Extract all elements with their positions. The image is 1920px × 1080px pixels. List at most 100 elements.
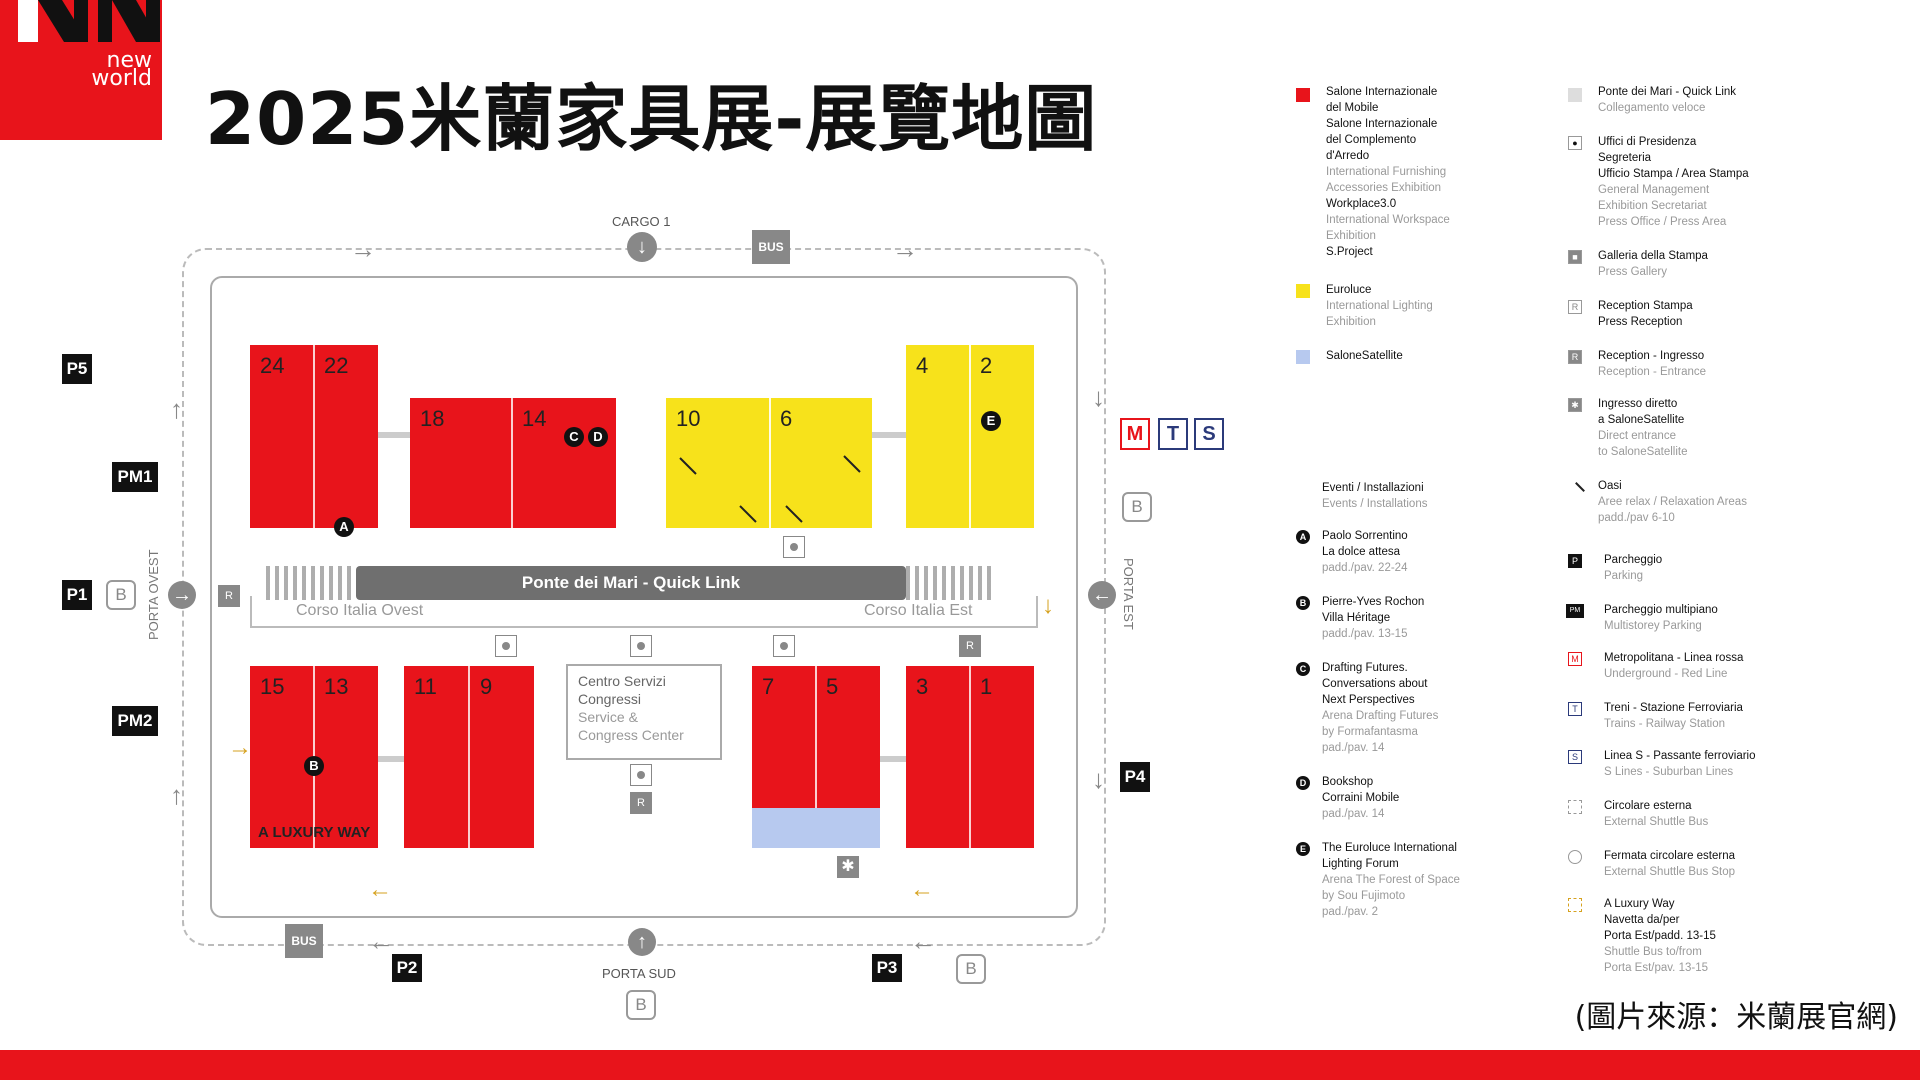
brand-line-1: new — [106, 48, 152, 73]
porta-est-arrow-icon[interactable]: ← — [1088, 581, 1116, 609]
corso-italia-road — [250, 596, 1038, 628]
arrow-up-icon: ↑ — [170, 780, 183, 810]
press-office-icon — [630, 635, 652, 657]
legend-press-reception-icon: R — [1568, 300, 1582, 314]
legend-train-icon: T — [1568, 702, 1582, 716]
legend-marker-c: C — [1296, 662, 1310, 676]
hall-24-22[interactable]: 24 22 — [250, 345, 378, 528]
event-marker-d[interactable]: D — [588, 427, 608, 447]
hall-number: 4 — [916, 353, 929, 378]
quick-link-chevrons-left — [266, 566, 356, 600]
luxury-way-arrow-icon: ← — [910, 876, 934, 903]
hall-connector — [872, 432, 906, 438]
parking-pm1[interactable]: PM1 — [112, 462, 158, 492]
hall-number: 2 — [980, 353, 993, 378]
hall-number: 11 — [414, 674, 437, 699]
page-title: 2025米蘭家具展-展覽地圖 — [205, 77, 1098, 161]
parking-pm2[interactable]: PM2 — [112, 706, 158, 736]
porta-sud-arrow-icon[interactable]: ↑ — [628, 928, 656, 956]
luxury-way-arrow-icon: → — [228, 734, 252, 761]
porta-ovest-arrow-icon[interactable]: → — [168, 581, 196, 609]
hall-7-5[interactable]: 7 5 — [752, 666, 880, 808]
hall-divider — [969, 345, 971, 528]
event-marker-c[interactable]: C — [564, 427, 584, 447]
quick-link-bridge[interactable]: Ponte dei Mari - Quick Link — [356, 566, 906, 600]
train-station-icon: T — [1158, 418, 1188, 450]
bus-stop-bottom: BUS — [285, 924, 323, 958]
congress-line-1: Centro Servizi — [578, 673, 666, 689]
reception-icon: R — [630, 792, 652, 814]
hall-connector — [378, 432, 410, 438]
parking-p4[interactable]: P4 — [1120, 762, 1150, 792]
porta-ovest-label: PORTA OVEST — [146, 549, 161, 640]
porta-est-label: PORTA EST — [1121, 558, 1136, 630]
cargo-arrow-icon: ↓ — [627, 232, 657, 262]
legend-shuttle-stop-icon — [1568, 850, 1582, 864]
legend-metro: Metropolitana - Linea rossa Underground … — [1604, 652, 1744, 680]
hall-number: 24 — [260, 353, 285, 378]
hall-18-14[interactable]: 18 14 — [410, 398, 616, 528]
legend-shuttle-stop: Fermata circolare esterna External Shutt… — [1604, 850, 1736, 878]
legend-offices: Uffici di Presidenza Segreteria Ufficio … — [1598, 136, 1749, 228]
congress-line-2: Congressi — [578, 691, 642, 707]
legend-satellite-entrance-icon: ✱ — [1568, 398, 1582, 412]
hall-number: 22 — [324, 353, 349, 378]
legend-quick-link: Ponte dei Mari - Quick Link Collegamento… — [1598, 86, 1737, 114]
legend-salone: Salone Internazionale del Mobile Salone … — [1326, 86, 1450, 258]
legend-offices-icon: ● — [1568, 136, 1582, 150]
parking-p5[interactable]: P5 — [62, 354, 92, 384]
event-marker-a[interactable]: A — [334, 517, 354, 537]
arrow-down-icon: ↓ — [1092, 382, 1105, 412]
metro-red-line-icon: M — [1120, 418, 1150, 450]
hall-number: 6 — [780, 406, 793, 431]
hall-number: 15 — [260, 674, 285, 699]
arrow-left-icon: ← — [368, 926, 394, 956]
legend-press-gallery-icon: ■ — [1568, 250, 1582, 264]
legend-satellite-entrance: Ingresso diretto a SaloneSatellite Direc… — [1598, 398, 1688, 458]
legend-press-gallery: Galleria della Stampa Press Gallery — [1598, 250, 1708, 278]
arrow-down-icon: ↓ — [1092, 764, 1105, 794]
legend-reception-icon: R — [1568, 350, 1582, 364]
congress-line-3: Service & — [578, 709, 638, 725]
parking-p1[interactable]: P1 — [62, 580, 92, 610]
parking-p2[interactable]: P2 — [392, 954, 422, 982]
legend-event-b: Pierre-Yves Rochon Villa Héritage padd./… — [1322, 596, 1425, 640]
event-marker-b[interactable]: B — [304, 756, 324, 776]
legend-parking-icon: P — [1568, 554, 1582, 568]
event-marker-e[interactable]: E — [981, 411, 1001, 431]
s-line-icon: S — [1194, 418, 1224, 450]
legend-marker-e: E — [1296, 842, 1310, 856]
legend-marker-a: A — [1296, 530, 1310, 544]
hall-3-1[interactable]: 3 1 — [906, 666, 1034, 848]
oasis-marks-icon — [679, 455, 861, 523]
hall-10-6[interactable]: 10 6 — [666, 398, 872, 528]
legend-multistorey-parking-icon: PM — [1566, 604, 1584, 618]
legend-press-reception: Reception Stampa Press Reception — [1598, 300, 1693, 328]
legend-metro-icon: M — [1568, 652, 1582, 666]
hall-number: 3 — [916, 674, 929, 699]
legend-train: Treni - Stazione Ferroviaria Trains - Ra… — [1604, 702, 1743, 730]
legend-events-title: Eventi / Installazioni Events / Installa… — [1322, 482, 1428, 510]
salone-satellite-area[interactable] — [752, 808, 880, 848]
hall-divider — [769, 398, 771, 528]
arrow-up-icon: ↑ — [170, 394, 183, 424]
reception-icon: R — [218, 585, 240, 607]
legend-event-e: The Euroluce International Lighting Foru… — [1322, 842, 1460, 918]
legend-reception: Reception - Ingresso Reception - Entranc… — [1598, 350, 1707, 378]
parking-p3[interactable]: P3 — [872, 954, 902, 982]
legend-luxury-way-icon — [1568, 898, 1582, 912]
luxury-way-arrow-icon: ← — [368, 876, 392, 903]
congress-center[interactable]: Centro Servizi Congressi Service & Congr… — [566, 664, 722, 760]
legend-event-d: Bookshop Corraini Mobile pad./pav. 14 — [1322, 776, 1400, 820]
hall-number: 5 — [826, 674, 839, 699]
hall-11-9[interactable]: 11 9 — [404, 666, 534, 848]
nn-logo-icon — [18, 0, 160, 42]
hall-divider — [511, 398, 513, 528]
congress-line-4: Congress Center — [578, 727, 684, 743]
hall-number: 10 — [676, 406, 701, 431]
corso-italia-est-label: Corso Italia Est — [864, 602, 973, 619]
hall-number: 18 — [420, 406, 445, 431]
hall-4-2[interactable]: 4 2 — [906, 345, 1034, 528]
press-gallery-icon — [783, 536, 805, 558]
hall-number: 1 — [980, 674, 993, 699]
